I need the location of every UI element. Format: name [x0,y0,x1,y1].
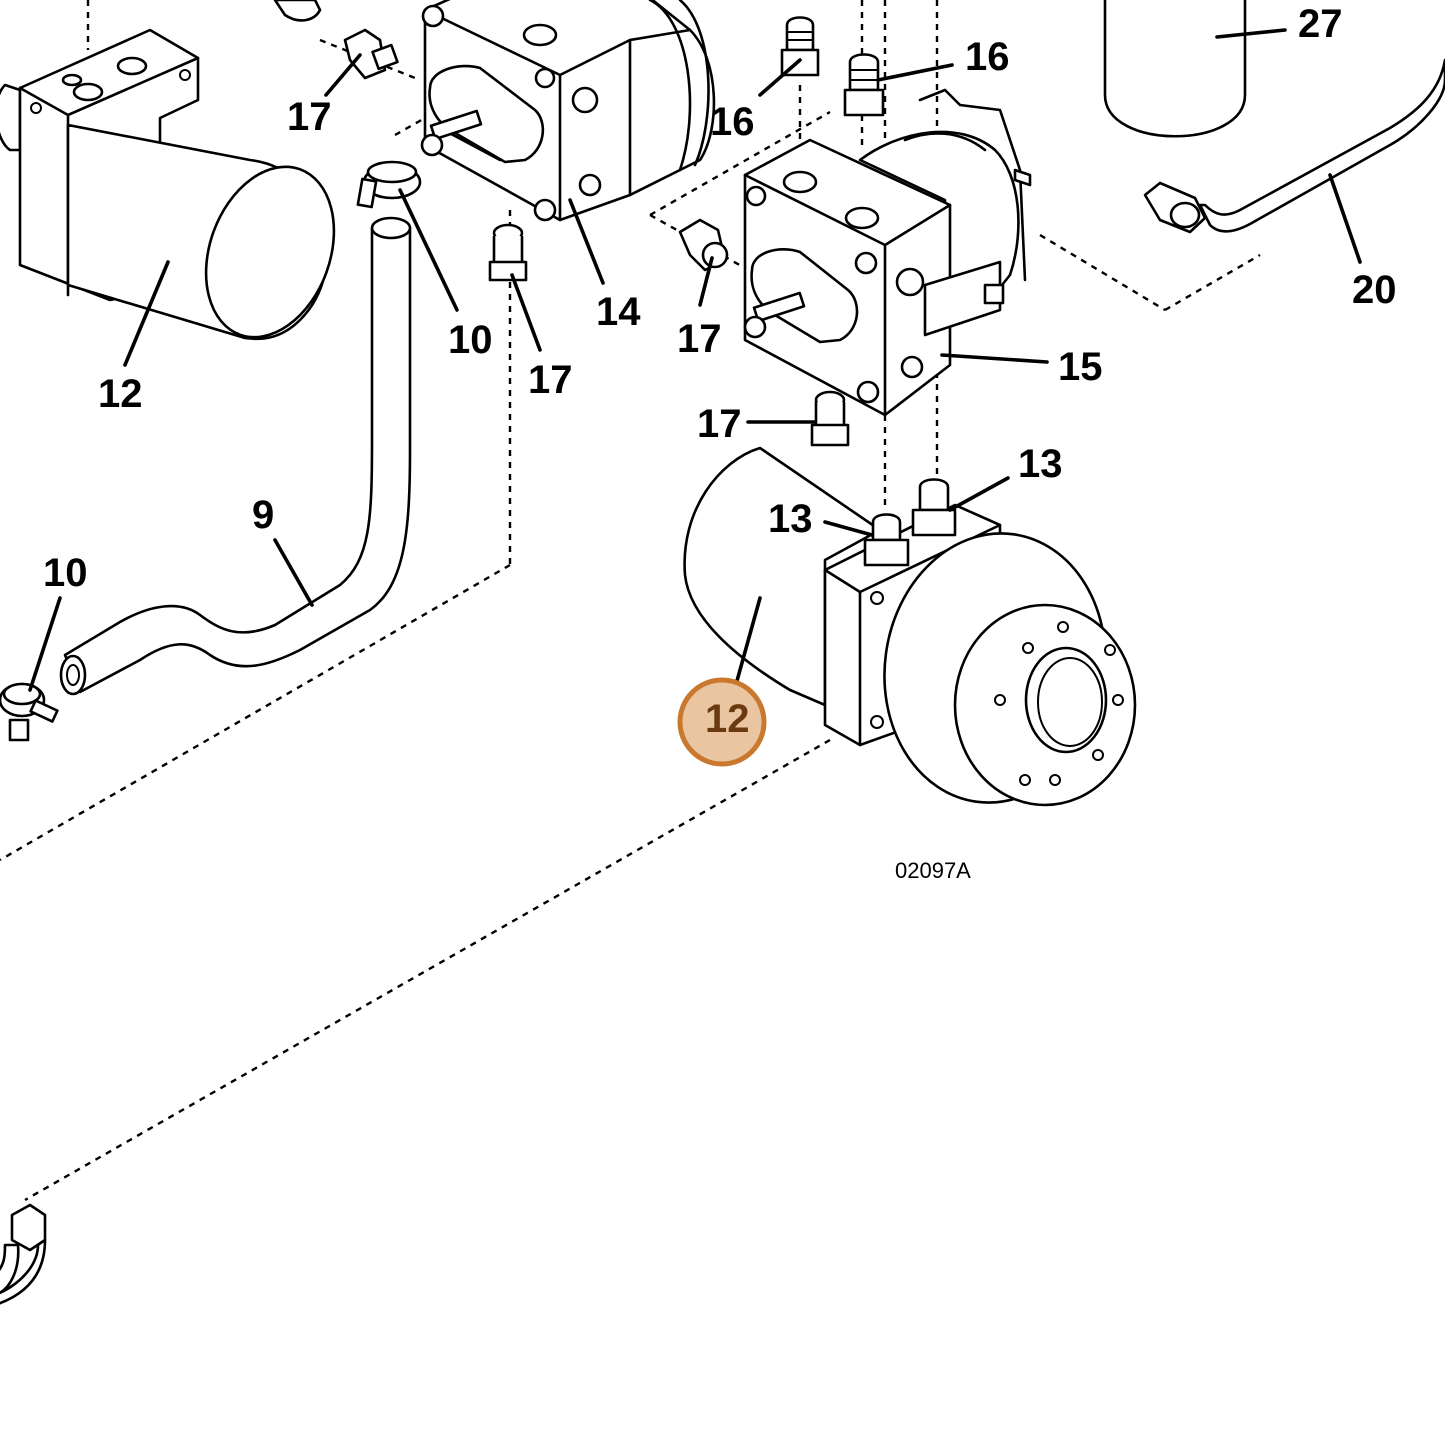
highlight-label: 12 [705,697,750,741]
callout-16-left: 16 [710,100,755,144]
motor-assembly-left [0,28,336,341]
callout-20: 20 [1352,268,1397,312]
fitting-top-left [273,0,322,22]
line-20 [1143,58,1445,234]
callout-13-right: 13 [1018,442,1063,486]
callout-17-top: 17 [287,95,332,139]
leader-lines [28,28,1362,692]
callout-17-middle: 17 [528,358,573,402]
callout-17-right-b: 17 [697,402,742,446]
callout-9: 9 [252,493,274,537]
fitting-17-top [343,28,399,80]
callout-15: 15 [1058,345,1103,389]
highlight-circle[interactable] [677,677,767,767]
tank-27 [1103,0,1247,138]
callout-10-lower: 10 [43,551,88,595]
callout-13-left: 13 [768,497,813,541]
pump-assembly-15 [743,88,1032,417]
callout-16-right: 16 [965,35,1010,79]
fitting-17-right-a [678,218,729,272]
figure-code: 02097A [895,858,971,883]
callout-14: 14 [596,290,641,334]
elbow-fitting-bottom-left [0,1203,47,1305]
fitting-16-left [780,16,820,77]
fitting-17-right-b [810,390,850,447]
callout-27: 27 [1298,2,1343,46]
callout-10-upper: 10 [448,318,493,362]
fitting-13-left [863,513,910,567]
callout-labels: 27 16 16 17 17 17 17 14 10 10 12 15 20 1… [43,2,1397,595]
clamp-10-upper [356,160,422,209]
callout-12-left: 12 [98,372,143,416]
pump-assembly-14 [420,0,716,222]
fitting-13-right [911,478,957,537]
hose-9 [59,216,412,696]
callout-17-right-a: 17 [677,317,722,361]
highlighted-callout-12[interactable]: 12 [677,677,767,767]
clamp-10-lower [0,682,59,742]
fitting-17-middle [488,223,528,282]
fitting-16-right [843,53,885,117]
